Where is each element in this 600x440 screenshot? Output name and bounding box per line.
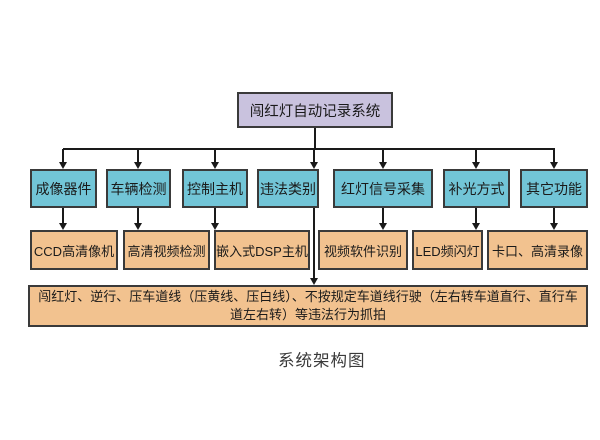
arrowhead-l3-2 <box>134 223 142 230</box>
connector-drop-l2-6 <box>475 149 477 163</box>
node-embedded-dsp-host: 嵌入式DSP主机 <box>214 230 310 270</box>
node-led-strobe-light: LED频闪灯 <box>412 230 483 270</box>
connector-drop-l2-1 <box>62 149 64 163</box>
node-redlight-signal: 红灯信号采集 <box>333 169 433 208</box>
connector-drop-l3-1 <box>62 208 64 224</box>
connector-drop-l3-5 <box>475 208 477 224</box>
node-other-functions: 其它功能 <box>520 169 588 208</box>
node-ccd-hd-camera: CCD高清像机 <box>30 230 118 270</box>
node-control-host: 控制主机 <box>182 169 248 208</box>
arrowhead-l3-1 <box>59 223 67 230</box>
connector-drop-l3-4 <box>382 208 384 224</box>
node-fill-light-mode: 补光方式 <box>443 169 510 208</box>
node-vehicle-detection: 车辆检测 <box>106 169 171 208</box>
arrowhead-violation-detail <box>310 278 318 285</box>
connector-drop-l3-6 <box>553 208 555 224</box>
connector-drop-l2-5 <box>382 149 384 163</box>
arrowhead-l3-3 <box>211 223 219 230</box>
connector-drop-l2-2 <box>137 149 139 163</box>
arrowhead-l2-1 <box>59 162 67 169</box>
connector-drop-l3-2 <box>137 208 139 224</box>
arrowhead-l2-4 <box>310 162 318 169</box>
arrowhead-l3-4 <box>379 223 387 230</box>
connector-drop-l2-7 <box>553 149 555 163</box>
diagram-caption: 系统架构图 <box>278 352 366 370</box>
connector-bus <box>63 148 555 150</box>
node-checkpoint-hd-recording: 卡口、高清录像 <box>487 230 588 270</box>
node-root-system: 闯红灯自动记录系统 <box>237 92 393 128</box>
arrowhead-l2-3 <box>211 162 219 169</box>
node-violation-type: 违法类别 <box>257 169 319 208</box>
arrowhead-l3-6 <box>550 223 558 230</box>
node-imaging-device: 成像器件 <box>30 169 97 208</box>
node-hd-video-detection: 高清视频检测 <box>123 230 210 270</box>
arrowhead-l2-6 <box>472 162 480 169</box>
node-video-software-recognition: 视频软件识别 <box>318 230 408 270</box>
connector-drop-l2-3 <box>214 149 216 163</box>
connector-drop-l2-4 <box>313 149 315 163</box>
arrowhead-l3-5 <box>472 223 480 230</box>
connector-drop-l3-3 <box>214 208 216 224</box>
arrowhead-l2-5 <box>379 162 387 169</box>
node-violation-detail: 闯红灯、逆行、压车道线（压黄线、压白线）、不按规定车道线行驶（左右转车道直行、直… <box>28 285 588 327</box>
connector-root-stem <box>314 128 316 149</box>
arrowhead-l2-7 <box>550 162 558 169</box>
connector-drop-violation-detail <box>313 208 315 279</box>
arrowhead-l2-2 <box>134 162 142 169</box>
